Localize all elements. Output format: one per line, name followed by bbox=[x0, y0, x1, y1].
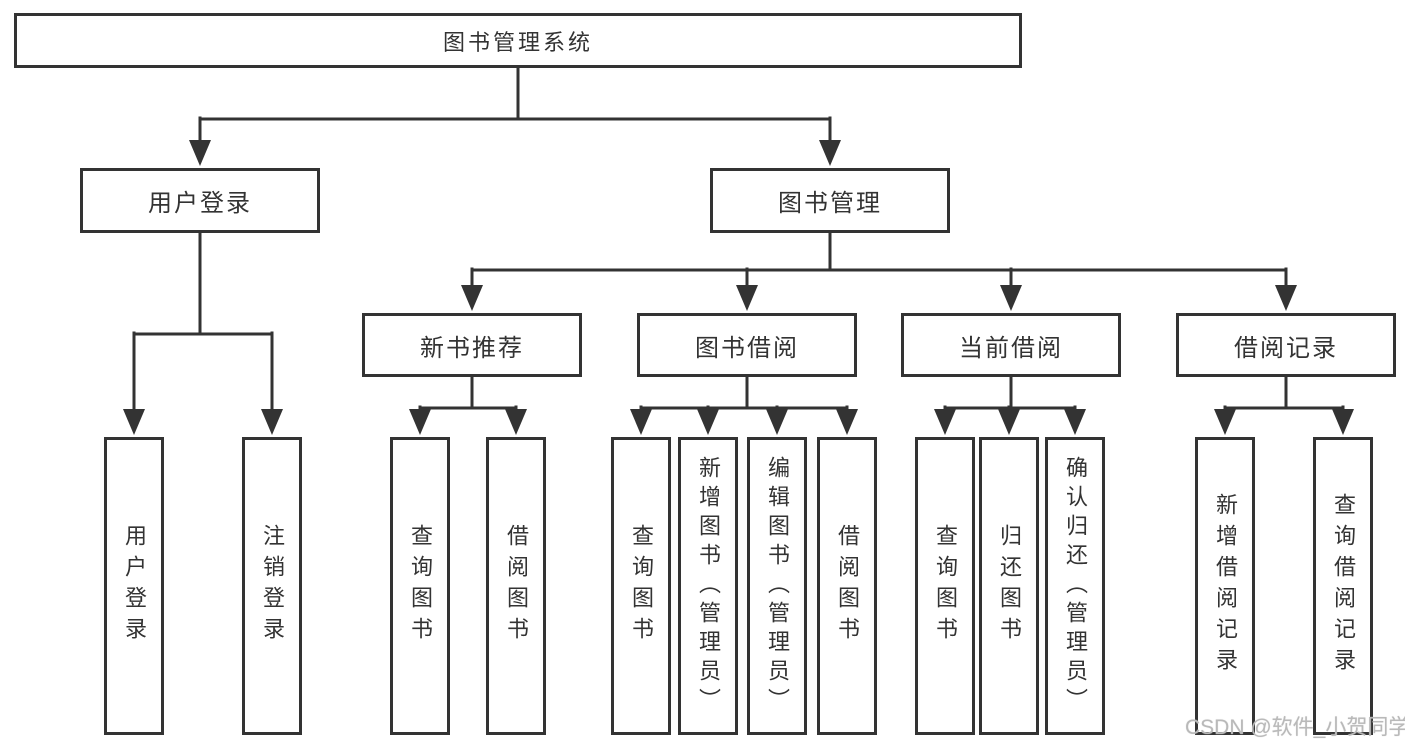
node-book-borrowing: 图书借阅 bbox=[637, 313, 857, 377]
node-label: 图书借阅 bbox=[695, 334, 799, 362]
node-label: 查询图书 bbox=[408, 524, 433, 648]
arrowhead-icon bbox=[409, 409, 431, 435]
node-confirm-return-admin: 确认归还（管理员） bbox=[1045, 437, 1105, 735]
arrowhead-icon bbox=[630, 409, 652, 435]
node-borrowing-records: 借阅记录 bbox=[1176, 313, 1396, 377]
arrowhead-icon bbox=[934, 409, 956, 435]
node-user-login: 用户登录 bbox=[80, 168, 320, 233]
node-library-management-system: 图书管理系统 bbox=[14, 13, 1022, 68]
node-label: 注销登录 bbox=[260, 524, 285, 648]
arrowhead-icon bbox=[1332, 409, 1354, 435]
node-label: 归还图书 bbox=[997, 524, 1022, 648]
node-user-login-leaf: 用户登录 bbox=[104, 437, 164, 735]
node-new-book-recommendation: 新书推荐 bbox=[362, 313, 582, 377]
node-query-borrow-record: 查询借阅记录 bbox=[1313, 437, 1373, 735]
node-label: 新增图书（管理员） bbox=[696, 455, 721, 717]
arrowhead-icon bbox=[461, 285, 483, 311]
node-label: 借阅图书 bbox=[504, 524, 529, 648]
arrowhead-icon bbox=[1275, 285, 1297, 311]
arrowhead-icon bbox=[819, 140, 841, 166]
node-label: 借阅图书 bbox=[835, 524, 860, 648]
arrowhead-icon bbox=[1000, 285, 1022, 311]
node-book-management: 图书管理 bbox=[710, 168, 950, 233]
node-borrow-books-borrowing: 借阅图书 bbox=[817, 437, 877, 735]
node-label: 查询借阅记录 bbox=[1331, 493, 1356, 679]
node-edit-books-admin: 编辑图书（管理员） bbox=[747, 437, 807, 735]
arrowhead-icons bbox=[123, 140, 1354, 435]
node-logout: 注销登录 bbox=[242, 437, 302, 735]
node-query-books-current: 查询图书 bbox=[915, 437, 975, 735]
arrowhead-icon bbox=[1214, 409, 1236, 435]
node-borrow-books-recommend: 借阅图书 bbox=[486, 437, 546, 735]
arrowhead-icon bbox=[736, 285, 758, 311]
arrowhead-icon bbox=[189, 140, 211, 166]
node-label: 图书管理系统 bbox=[442, 29, 593, 55]
node-label: 当前借阅 bbox=[959, 334, 1063, 362]
arrowhead-icon bbox=[836, 409, 858, 435]
node-label: 借阅记录 bbox=[1234, 334, 1338, 362]
node-label: 新书推荐 bbox=[420, 334, 524, 362]
node-label: 查询图书 bbox=[629, 524, 654, 648]
node-query-books-recommend: 查询图书 bbox=[390, 437, 450, 735]
node-label: 用户登录 bbox=[122, 524, 147, 648]
arrowhead-icon bbox=[261, 409, 283, 435]
node-label: 查询图书 bbox=[933, 524, 958, 648]
node-query-books-borrowing: 查询图书 bbox=[611, 437, 671, 735]
arrowhead-icon bbox=[505, 409, 527, 435]
node-label: 确认归还（管理员） bbox=[1063, 455, 1088, 717]
arrowhead-icon bbox=[123, 409, 145, 435]
node-label: 图书管理 bbox=[778, 190, 882, 217]
node-label: 用户登录 bbox=[148, 190, 252, 217]
arrowhead-icon bbox=[697, 409, 719, 435]
csdn-watermark: CSDN @软件_小贺同学 bbox=[1185, 716, 1405, 739]
node-current-borrowing: 当前借阅 bbox=[901, 313, 1121, 377]
node-label: 编辑图书（管理员） bbox=[765, 455, 790, 717]
arrowhead-icon bbox=[1064, 409, 1086, 435]
arrowhead-icon bbox=[766, 409, 788, 435]
node-add-borrow-record: 新增借阅记录 bbox=[1195, 437, 1255, 735]
node-return-books: 归还图书 bbox=[979, 437, 1039, 735]
node-label: 新增借阅记录 bbox=[1213, 493, 1238, 679]
arrowhead-icon bbox=[998, 409, 1020, 435]
node-add-books-admin: 新增图书（管理员） bbox=[678, 437, 738, 735]
